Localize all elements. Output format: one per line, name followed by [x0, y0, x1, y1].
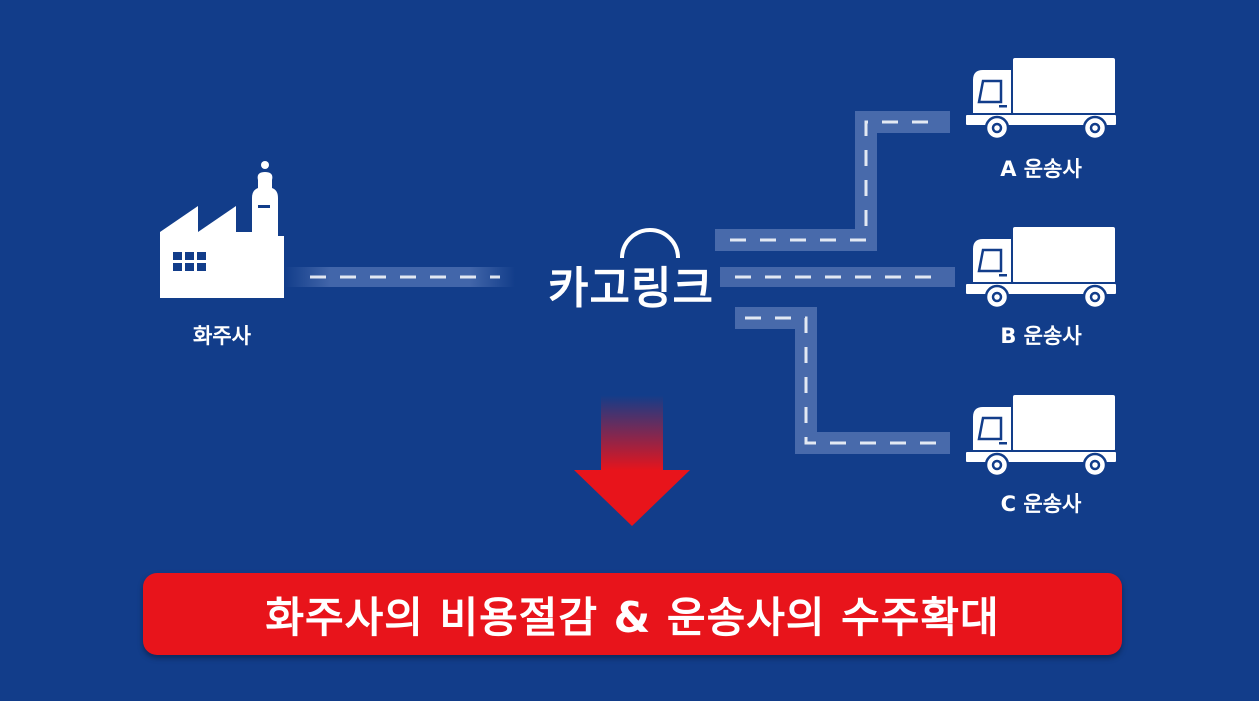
shipper-label: 화주사 — [193, 324, 251, 348]
truck-icon-c — [963, 393, 1119, 478]
carrier-a-label: A 운송사 — [1000, 157, 1082, 181]
road-platform-to-c — [735, 307, 950, 454]
road-shipper-to-platform — [285, 267, 515, 287]
cargolink-logo: 카고링크 — [548, 263, 714, 314]
carrier-c-label: C 운송사 — [1000, 492, 1082, 516]
summary-banner-text: 화주사의 비용절감 & 운송사의 수주확대 — [265, 592, 1000, 642]
factory-icon — [160, 161, 284, 298]
truck-icon-a — [963, 56, 1119, 141]
road-platform-to-a — [715, 111, 950, 251]
truck-icon-b — [963, 225, 1119, 310]
logo-arc-icon — [620, 228, 680, 259]
down-arrow-icon — [574, 395, 690, 526]
summary-banner: 화주사의 비용절감 & 운송사의 수주확대 — [143, 573, 1122, 655]
carrier-b-label: B 운송사 — [1000, 324, 1082, 348]
